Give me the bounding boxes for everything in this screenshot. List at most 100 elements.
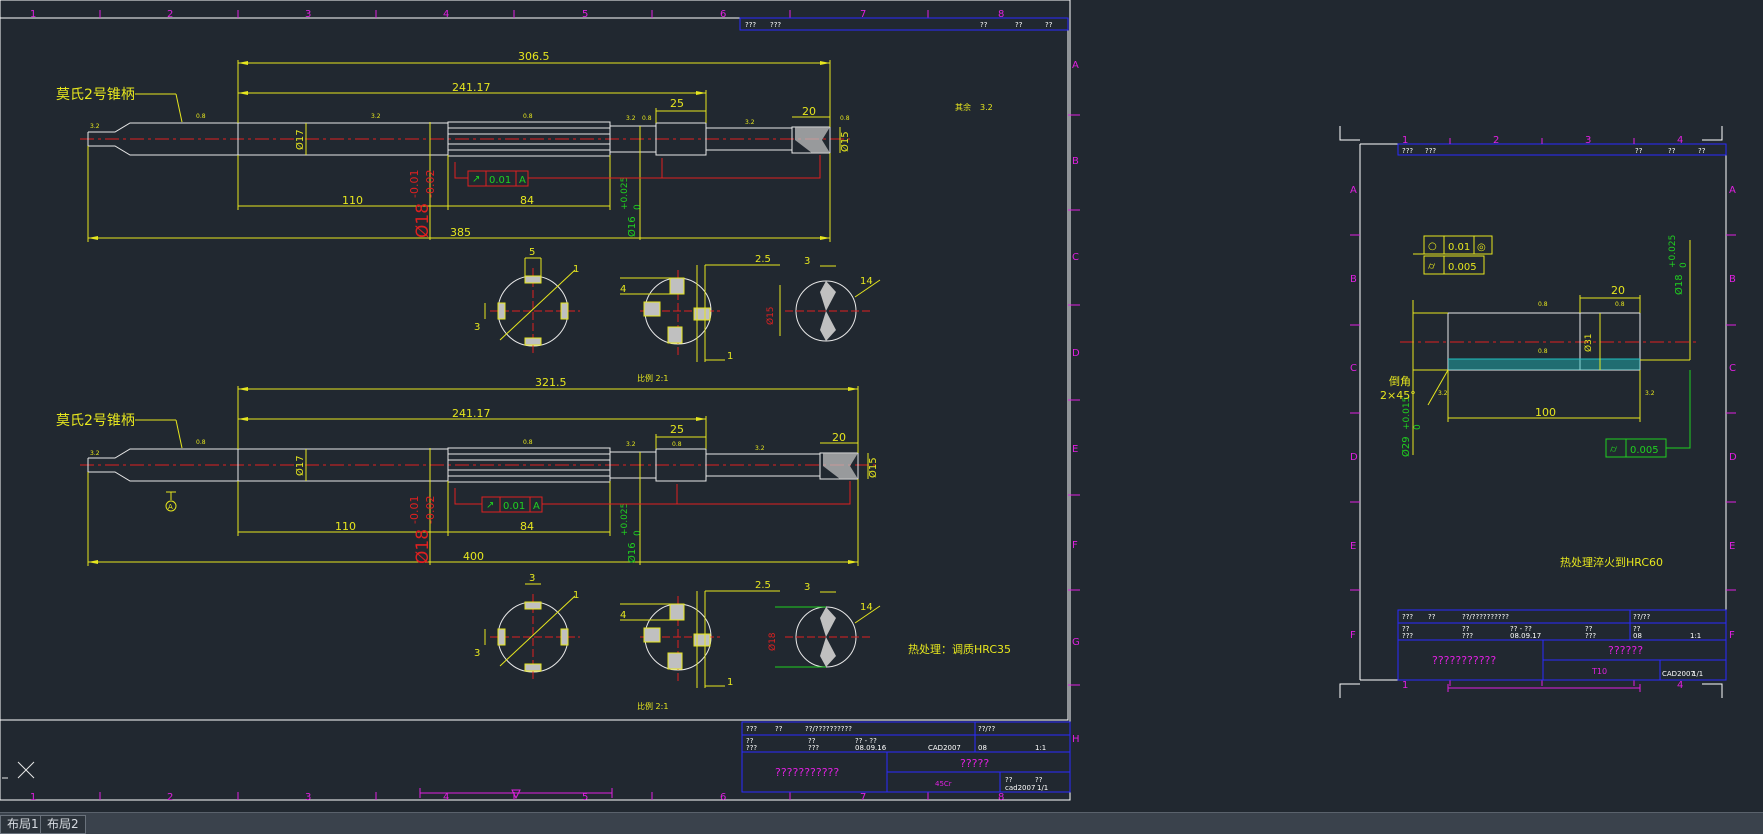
- tb1-r3-5: 1:1: [1035, 744, 1046, 752]
- sec1-bottom-w: 3: [529, 573, 535, 584]
- svg-text:???: ???: [1425, 147, 1436, 155]
- bottom-tol-dn: -0.02: [424, 496, 437, 524]
- r-ruler-row-B: B: [1350, 274, 1357, 285]
- right-rough-4: 3.2: [1645, 390, 1655, 397]
- top-dim-241: 241.17: [452, 81, 491, 94]
- bottom-dim-25: 25: [670, 423, 684, 436]
- right-fcf1-sym: ○: [1428, 241, 1437, 252]
- bottom-dim-d15: Ø15: [867, 457, 879, 478]
- tb2-r3-1: ???: [1462, 632, 1473, 640]
- bottom-fcf[interactable]: ↗ 0.01 A: [454, 481, 851, 513]
- bottom-dim-overall: 321.5: [535, 376, 567, 389]
- tb2-r3-0: ???: [1402, 632, 1413, 640]
- top-dim-25: 25: [670, 97, 684, 110]
- ruler-col-8: 8: [998, 9, 1004, 20]
- title-block-2[interactable]: ??? ?? ??/?????????? ??/?? ?? ?? ?? - ??…: [1397, 609, 1727, 681]
- tb2-part: ??????: [1608, 644, 1643, 657]
- tb1-r3-2: 08.09.16: [855, 744, 887, 752]
- sections-bottom[interactable]: 3 3 1 4 2.5 1 3 14 Ø18: [474, 573, 881, 688]
- tb1-top-3: ??/??: [978, 725, 996, 733]
- ruler-col-6-bottom: 6: [720, 792, 726, 803]
- tb1-r3-0: ???: [746, 744, 757, 752]
- drawing-top-shaft[interactable]: 306.5 241.17 25 20 110 84 385 Ø17 Ø15 莫氏…: [56, 50, 993, 242]
- tb1-r3-4: 08: [978, 744, 987, 752]
- sheet-1-frame: 1 2 3 4 5 6 7 8 1 2 3 4 5 6 7 8 A B C D …: [0, 0, 1080, 803]
- bottom-dim-20: 20: [832, 431, 846, 444]
- right-fcf3-val: 0.005: [1630, 445, 1659, 456]
- bottom-fcf-ref: A: [533, 501, 540, 512]
- sec3-bottom-d: Ø18: [767, 632, 778, 651]
- ruler-col-6: 6: [720, 9, 726, 20]
- tb2-r2-0: ??: [1402, 625, 1410, 633]
- bottom-tol-up: -0.01: [408, 496, 421, 524]
- ruler-col-2: 2: [167, 9, 173, 20]
- svg-text:??: ??: [1045, 21, 1053, 29]
- drawing-bottom-shaft[interactable]: A 321.5 241.17 25 20 110 84 400 Ø17 Ø15 …: [56, 376, 880, 566]
- ruler-col-5-bottom: 5: [582, 792, 588, 803]
- bottom-fcf-val: 0.01: [503, 501, 525, 512]
- top-rough-3: 0.8: [523, 113, 533, 120]
- tb2-r3-2: 08.09.17: [1510, 632, 1541, 640]
- tb2-r3-5: 1:1: [1690, 632, 1701, 640]
- sec3-top-w: 3: [804, 256, 810, 267]
- right-bore-dia: Ø29: [1400, 436, 1412, 457]
- tb1-r3-1: ???: [808, 744, 819, 752]
- right-fcf2-val: 0.005: [1448, 262, 1477, 273]
- top-hole-up: +0.025: [620, 177, 630, 210]
- cad-model-space[interactable]: 1 2 3 4 5 6 7 8 1 2 3 4 5 6 7 8 A B C D …: [0, 0, 1763, 812]
- sec2-top-c: 1: [727, 351, 733, 362]
- r-ruler-col-2: 2: [1493, 135, 1499, 146]
- top-fcf-sym: ↗: [472, 174, 480, 185]
- sec3-bottom-ang: 14: [860, 602, 873, 613]
- tb1-r3-3: CAD2007: [928, 744, 961, 752]
- ruler-col-1: 1: [30, 9, 36, 20]
- tb2-r3-3: ???: [1585, 632, 1596, 640]
- ucs-icon: [2, 761, 35, 779]
- svg-text:??: ??: [1668, 147, 1676, 155]
- sheet-2-frame[interactable]: ???????????? 1 2 3 4 1 4 A B C D E F A B…: [1339, 126, 1737, 698]
- right-rough-2: 0.8: [1538, 348, 1548, 355]
- ruler-col-2-bottom: 2: [167, 792, 173, 803]
- sec1-top-h: 3: [474, 322, 480, 333]
- top-dim-overall: 306.5: [518, 50, 550, 63]
- right-hole-tol2: 0: [1679, 262, 1689, 268]
- ruler-col-3-bottom: 3: [305, 792, 311, 803]
- bottom-taper-label: 莫氏2号锥柄: [56, 413, 135, 429]
- tb1-code: cad2007: [1005, 784, 1035, 792]
- chamfer-val: 2×45°: [1380, 389, 1416, 402]
- right-fcf-1[interactable]: ○ 0.01 ◎: [1423, 235, 1493, 255]
- svg-text:???: ???: [770, 21, 781, 29]
- tab-layout-1[interactable]: 布局1: [0, 815, 46, 834]
- right-fcf-2[interactable]: ⌭ 0.005: [1423, 255, 1485, 275]
- bottom-hole-dn: 0: [633, 530, 643, 536]
- tb1-top-2: ??/??????????: [805, 725, 852, 733]
- tb2-code2: 1/1: [1692, 670, 1703, 678]
- r-ruler-row-D: D: [1350, 452, 1358, 463]
- right-fcf-3[interactable]: ⌭ 0.005: [1605, 370, 1691, 458]
- top-fcf-val: 0.01: [489, 175, 511, 186]
- tb2-r2-4: ??: [1633, 625, 1641, 633]
- top-rough-7: 0.8: [840, 115, 850, 122]
- top-tol-up: -0.01: [408, 170, 421, 198]
- r-ruler-row-D-right: D: [1729, 452, 1737, 463]
- drawing-right-sleeve[interactable]: 20 100 Ø31 Ø18 +0.025 0 Ø29 +0.015 0 倒角 …: [1380, 235, 1700, 569]
- chamfer-label: 倒角: [1389, 375, 1411, 388]
- sec1-top-w: 5: [529, 247, 535, 258]
- svg-text:???: ???: [1402, 147, 1413, 155]
- top-hole-dn: 0: [633, 204, 643, 210]
- top-fcf[interactable]: ↗ 0.01 A: [454, 155, 821, 187]
- sec2-bottom-c: 1: [727, 677, 733, 688]
- bottom-rough-4: 3.2: [626, 441, 636, 448]
- top-fcf-ref: A: [519, 175, 526, 186]
- bottom-datum: A: [168, 503, 173, 511]
- tb1-top-0: ???: [746, 725, 757, 733]
- tb1-sheet-1: ??: [1035, 776, 1043, 784]
- right-fcf1-sym2: ◎: [1477, 242, 1486, 253]
- ruler-col-7: 7: [860, 9, 866, 20]
- tb1-part: ?????: [960, 757, 989, 770]
- title-block-1[interactable]: ??? ?? ??/?????????? ??/?? ?? ?? ?? - ??…: [741, 721, 1071, 793]
- sections-top[interactable]: 5 3 1 4 2.5 1 3 14 Ø15: [474, 247, 881, 362]
- tb2-r3-4: 08: [1633, 632, 1642, 640]
- ruler-row-A: A: [1072, 60, 1079, 71]
- tab-layout-2[interactable]: 布局2: [40, 815, 86, 834]
